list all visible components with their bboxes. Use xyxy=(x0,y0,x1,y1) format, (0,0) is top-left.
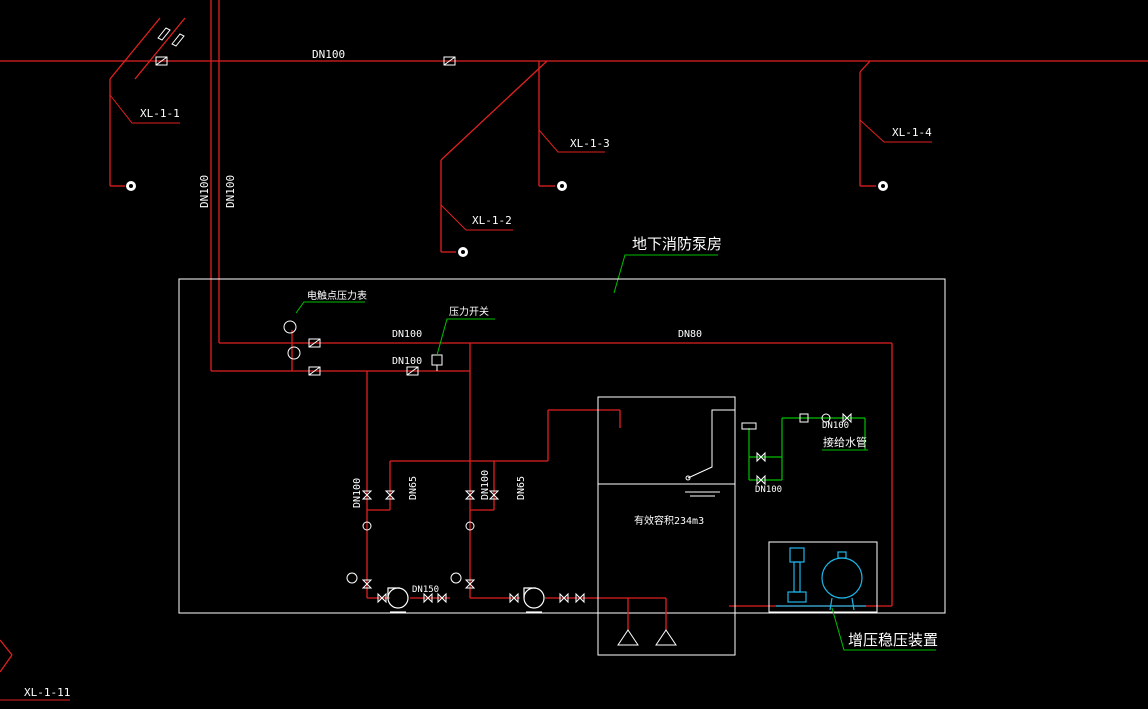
left-branch-label: DN65 xyxy=(408,476,419,500)
riser-label-3: XL-1-3 xyxy=(570,137,610,150)
foot-valve-1 xyxy=(617,629,639,646)
pump-room-valves xyxy=(283,320,585,604)
foot-valve-2 xyxy=(655,629,677,646)
riser-leaders xyxy=(0,94,932,701)
main-valves xyxy=(155,27,456,66)
riser-label-4: XL-1-4 xyxy=(892,126,932,139)
right-suction-label: DN100 xyxy=(480,470,491,500)
booster-label: 增压稳压装置 xyxy=(848,631,938,649)
overflow-size-label: DN100 xyxy=(755,485,782,495)
main-pipe-network xyxy=(0,0,1148,673)
pump-room-label: 地下消防泵房 xyxy=(632,235,722,253)
fire-pumps xyxy=(387,587,545,613)
pump-room-outline xyxy=(178,278,946,614)
pipe-label-right: DN80 xyxy=(678,329,702,340)
pressure-gauge-label: 电触点压力表 xyxy=(307,289,367,302)
makeup-pipe-label: 接给水管 xyxy=(823,435,867,449)
pump-1 xyxy=(387,587,409,609)
water-tank xyxy=(597,396,736,656)
pump-room-title: 地下消防泵房 xyxy=(613,235,722,294)
vert-pipe-label-b: DN100 xyxy=(224,175,237,208)
left-suction-label: DN100 xyxy=(352,478,363,508)
end-nodes xyxy=(126,181,888,257)
right-branch-label: DN65 xyxy=(516,476,527,500)
booster-unit xyxy=(768,541,936,651)
riser-label-11: XL-1-11 xyxy=(24,686,70,699)
tank-label: 有效容积234m3 xyxy=(634,514,704,527)
main-pipe-label: DN100 xyxy=(312,48,345,61)
pump-2 xyxy=(523,587,545,609)
vert-pipe-label-a: DN100 xyxy=(198,175,211,208)
pressure-switch-label: 压力开关 xyxy=(449,305,489,318)
riser-label-2: XL-1-2 xyxy=(472,214,512,227)
pipe-label-lower: DN100 xyxy=(392,356,422,367)
makeup-size-label: DN100 xyxy=(822,421,849,431)
pipe-label-upper: DN100 xyxy=(392,329,422,340)
pump-outlet-label: DN150 xyxy=(412,585,439,595)
riser-label-1: XL-1-1 xyxy=(140,107,180,120)
